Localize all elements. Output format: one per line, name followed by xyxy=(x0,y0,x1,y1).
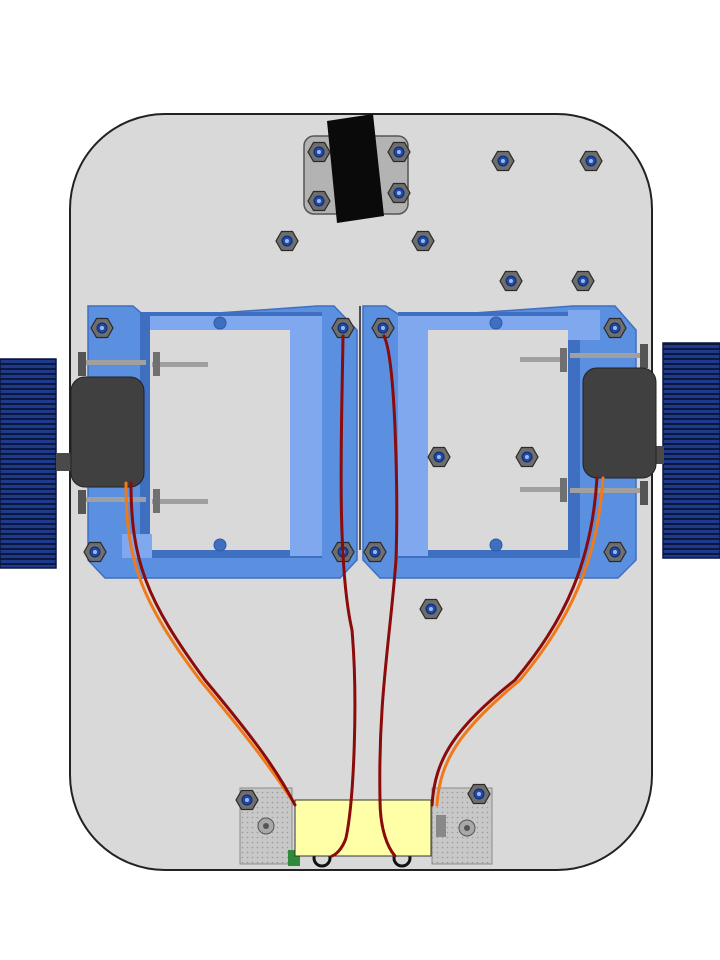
left-electrical-box xyxy=(87,305,358,579)
left-motor xyxy=(70,352,146,514)
servo-mount xyxy=(303,114,409,223)
wires-right-motor xyxy=(430,476,605,807)
right-electrical-box xyxy=(362,305,637,579)
chassis-plate xyxy=(69,113,653,871)
wires-center xyxy=(330,334,399,858)
wires-left-motor xyxy=(124,481,297,807)
right-tread xyxy=(650,342,720,559)
left-tread xyxy=(0,358,72,569)
battery-pack xyxy=(294,799,432,857)
right-motor xyxy=(570,344,657,505)
servo-body xyxy=(327,114,384,223)
